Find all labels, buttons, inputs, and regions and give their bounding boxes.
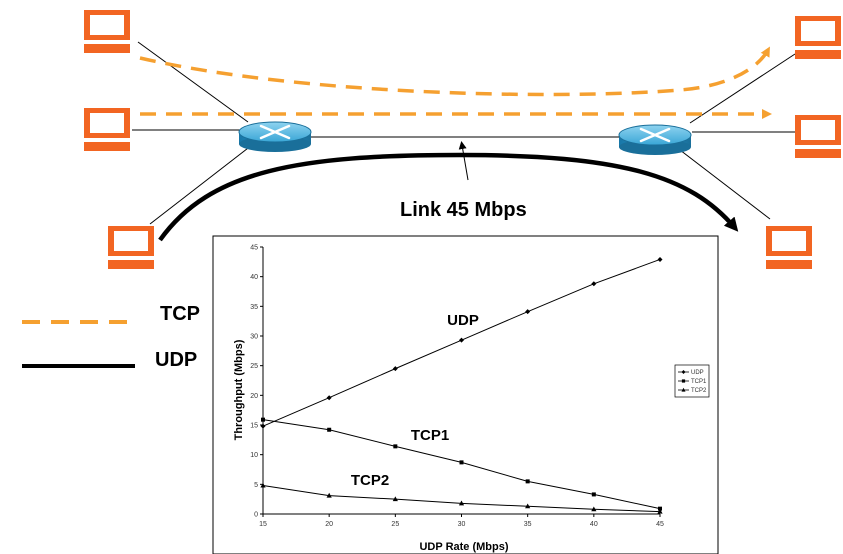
y-tick-label: 10 [250,452,258,459]
computer-icon-left-bottom [108,226,154,269]
computer-icon-left-mid [84,108,130,151]
link-right-top [689,53,796,124]
data-point-udp [326,395,332,401]
data-point-tcp2 [657,508,663,514]
router-left-icon [238,121,312,152]
data-point-tcp1 [658,506,662,511]
data-point-tcp2 [591,506,597,512]
udp-flow-arrow [158,152,739,242]
throughput-chart: Throughput (Mbps) UDP Rate (Mbps) 0 5 10 15… [212,235,719,554]
y-axis-label: Throughput (Mbps) [233,339,245,440]
chart-legend-label-udp: UDP [691,370,704,376]
chart-legend-label-tcp1: TCP1 [691,379,707,385]
y-tick-label: 25 [250,363,258,370]
x-tick-label: 15 [259,521,267,528]
series-label-udp: UDP [447,312,479,329]
series-label-tcp2: TCP2 [351,472,389,489]
router-right-icon [618,124,692,155]
legend-tcp-label: TCP [160,303,200,325]
chart-frame [212,235,719,554]
x-tick-label: 25 [391,521,399,528]
data-point-tcp1 [591,492,596,497]
computer-icon-right-bottom [766,226,812,269]
data-point-tcp2 [326,492,332,498]
data-point-tcp1 [327,427,332,432]
x-tick-label: 40 [590,521,598,528]
data-point-tcp2 [392,496,398,502]
y-tick-label: 5 [254,482,258,489]
link-label: Link 45 Mbps [400,199,527,221]
link-left-bottom [149,144,253,225]
y-tick-label: 40 [250,274,258,281]
data-point-udp [392,366,398,372]
link-left-top [137,41,249,123]
x-tick-label: 20 [325,521,333,528]
y-tick-label: 30 [250,334,258,341]
data-point-udp [459,337,464,343]
series-label-tcp1: TCP1 [411,427,449,444]
legend-udp-label: UDP [155,349,197,371]
data-point-udp [260,423,266,429]
link-right-bottom [679,149,771,220]
computer-icon-right-mid [795,115,841,158]
data-point-tcp1 [525,479,530,484]
data-point-tcp1 [393,444,398,449]
y-tick-label: 15 [250,423,258,430]
x-axis-label: UDP Rate (Mbps) [419,541,508,553]
tcp-flow-arrow-1 [139,46,770,97]
computer-icon-right-top [795,16,841,59]
y-tick-label: 45 [250,245,258,252]
data-point-tcp1 [261,417,265,422]
data-point-tcp1 [459,460,464,465]
x-tick-label: 45 [656,521,664,528]
connection-lines [132,41,796,225]
data-point-udp [525,309,531,315]
y-tick-label: 0 [254,512,258,519]
data-point-tcp2 [525,503,531,509]
y-tick-label: 20 [250,393,258,400]
chart-legend-marker [681,379,686,383]
x-tick-label: 30 [458,521,466,528]
chart-legend-marker [681,370,686,374]
x-tick-label: 35 [524,521,532,528]
chart-legend-label-tcp2: TCP2 [691,388,707,394]
data-point-udp [591,281,597,287]
chart-legend-box [674,364,710,398]
computer-icon-left-top [84,10,130,53]
data-point-tcp2 [260,482,266,488]
chart-legend-marker [681,387,686,392]
data-point-tcp2 [458,500,465,506]
data-point-udp [657,256,663,262]
link-pointer-arrow [458,141,469,181]
y-tick-label: 35 [250,304,258,311]
